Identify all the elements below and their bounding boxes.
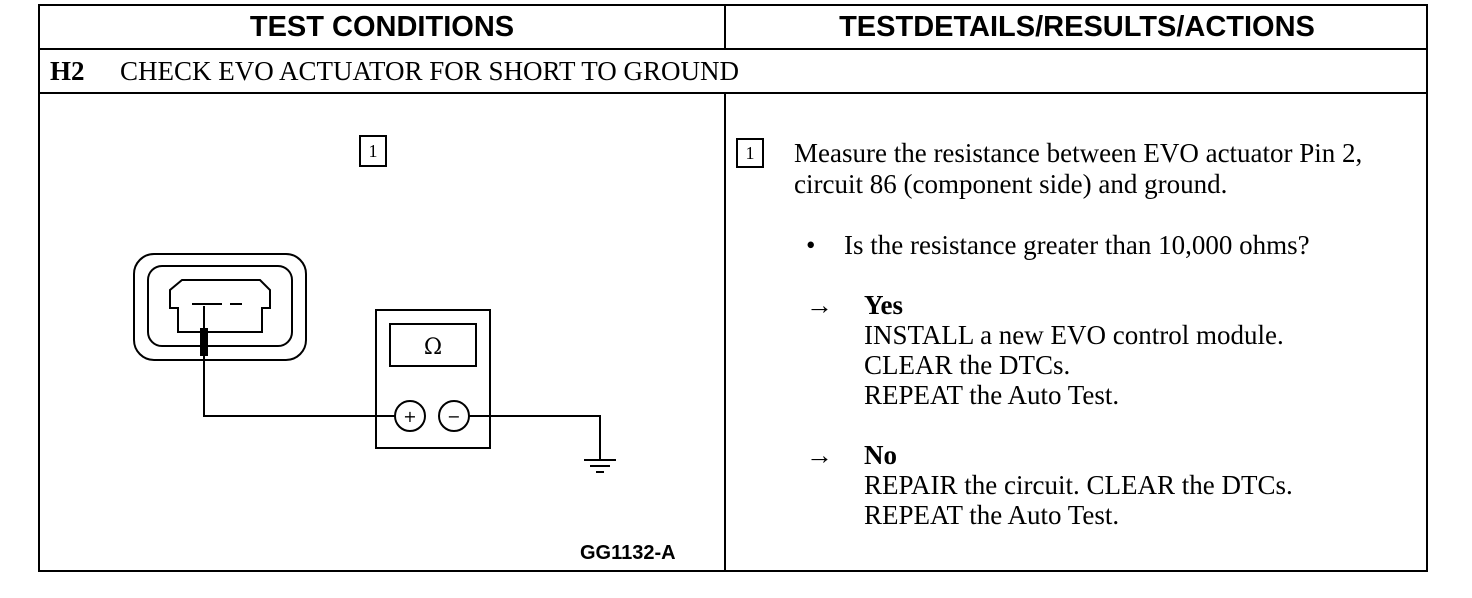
minus-label: − [447, 407, 460, 426]
ground-wire [469, 415, 601, 460]
step-box-label: 1 [369, 141, 378, 161]
no-response: No REPAIR the circuit. CLEAR the DTCs. R… [864, 440, 1293, 530]
probe-icon [200, 328, 208, 356]
instruction-text: Measure the resistance between EVO actua… [794, 138, 1363, 199]
column-divider [724, 92, 726, 572]
connector-body-icon [169, 279, 271, 333]
test-table: TEST CONDITIONS TESTDETAILS/RESULTS/ACTI… [38, 4, 1428, 572]
test-lead-wire [203, 356, 396, 417]
no-arrow-icon: → [806, 440, 833, 470]
test-details: 1 Measure the resistance between EVO act… [726, 94, 1426, 572]
plus-terminal-icon [394, 400, 426, 432]
no-line: REPAIR the circuit. CLEAR the DTCs. [864, 470, 1293, 500]
no-label: No [864, 440, 897, 470]
ohmmeter-icon [375, 309, 491, 449]
connector-inner [147, 265, 293, 347]
bullet: • [806, 230, 816, 260]
test-diagram: 1 Ω + − [40, 94, 724, 572]
divider [40, 48, 1426, 50]
yes-response: Yes INSTALL a new EVO control module. CL… [864, 290, 1284, 410]
connector-outer [133, 253, 307, 361]
ohm-symbol: Ω [424, 335, 442, 360]
divider [40, 92, 1426, 94]
step-box [359, 135, 387, 167]
wiring-diagram: 1 Ω + − [133, 135, 616, 473]
yes-line: REPEAT the Auto Test. [864, 380, 1120, 410]
yes-label: Yes [864, 290, 903, 320]
step-row: H2 CHECK EVO ACTUATOR FOR SHORT TO GROUN… [40, 50, 1426, 92]
header-test-conditions: TEST CONDITIONS [40, 6, 726, 48]
step-number: H2 [50, 56, 85, 86]
question-text: Is the resistance greater than 10,000 oh… [844, 230, 1310, 260]
yes-line: CLEAR the DTCs. [864, 350, 1071, 380]
step-box: 1 [736, 138, 764, 168]
yes-arrow-icon: → [806, 290, 833, 320]
figure-id: GG1132-A [580, 542, 676, 564]
header-test-details: TESTDETAILS/RESULTS/ACTIONS [839, 11, 1315, 43]
no-line: REPEAT the Auto Test. [864, 500, 1120, 530]
step-title: CHECK EVO ACTUATOR FOR SHORT TO GROUND [120, 56, 739, 86]
meter-display [389, 323, 477, 367]
plus-label: + [403, 407, 416, 426]
yes-line: INSTALL a new EVO control module. [864, 320, 1284, 350]
